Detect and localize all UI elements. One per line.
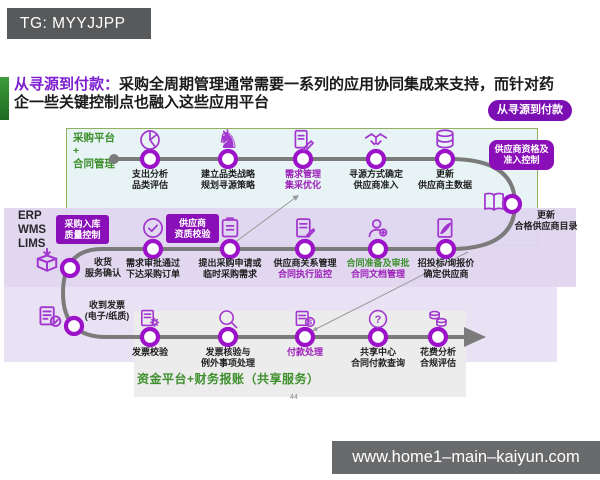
node-label: 花费分析合规评估 [419, 347, 457, 368]
flow-node [139, 148, 161, 170]
node-label: 合同准备及审批合同文档管理 [346, 258, 410, 279]
flow-node [434, 148, 456, 170]
flow-end-arrow [464, 327, 486, 347]
flow-node [501, 193, 523, 215]
node-label: 支出分析品类评估 [131, 169, 169, 190]
flow-node [367, 326, 389, 348]
url-watermark-bar: www.home1–main–kaiyun.com [332, 441, 600, 474]
node-label: 收货服务确认 [84, 257, 122, 278]
handshake-icon [363, 127, 389, 153]
badge-inbound-quality-control: 采购入库 质量控制 [56, 215, 109, 244]
tg-watermark-badge: TG: MYYJJPP [7, 8, 151, 39]
flow-node [292, 148, 314, 170]
flow-node [294, 238, 316, 260]
node-label: 寻源方式确定供应商准入 [348, 169, 404, 190]
flow-node [294, 326, 316, 348]
node-label: 更新合格供应商目录 [514, 210, 578, 231]
page-title-rest: 采购全周期管理通常需要一系列的应用协同集成来支持，而针对药企一些关键控制点也融入… [14, 76, 555, 111]
flow-node [63, 315, 85, 337]
flow-node [365, 148, 387, 170]
svg-text:$: $ [308, 318, 313, 327]
badge-supplier-qualification-control: 供应商资格及 准入控制 [489, 140, 554, 170]
chess-knight-icon: ♞ [216, 125, 240, 155]
node-label: 收到发票(电子/纸质) [84, 300, 130, 321]
corner-badge: 从寻源到付款 [488, 100, 572, 121]
invoice-check-icon [36, 303, 64, 331]
page-title: 从寻源到付款：采购全周期管理通常需要一系列的应用协同集成来支持，而针对药企一些关… [14, 76, 566, 111]
badge-supplier-credential-check: 供应商 资质校验 [166, 214, 219, 243]
node-label: 更新供应商主数据 [417, 169, 473, 190]
question-icon: ? [366, 307, 390, 331]
flow-node [219, 238, 241, 260]
clipboard-icon [217, 215, 243, 241]
lane-label-finance-shared-service: 资金平台+财务报账（共享服务） [137, 372, 320, 386]
payment-icon: $ [293, 307, 317, 331]
node-label: 提出采购申请或临时采购需求 [198, 258, 262, 279]
bid-doc-icon [433, 215, 459, 241]
coins-icon [426, 307, 450, 331]
svg-text:?: ? [375, 314, 382, 326]
page-number: 44 [290, 394, 298, 401]
connector-arrow-payment [312, 251, 469, 331]
node-label: 供应商关系管理合同执行监控 [273, 258, 337, 279]
connector-arrow-demand [233, 195, 299, 244]
doc-edit-icon [290, 127, 316, 153]
flow-start-dot [109, 154, 119, 164]
flow-node [139, 326, 161, 348]
flow-node [59, 257, 81, 279]
pie-chart-icon [137, 127, 163, 153]
flow-node [435, 238, 457, 260]
lane-label-procurement-platform: 采购平台 + 合同管理 [73, 132, 115, 170]
lane-label-erp-wms-lims: ERP WMS LIMS [18, 210, 47, 250]
flow-node [367, 238, 389, 260]
node-label: 招投标/询报价确定供应商 [417, 258, 475, 279]
seal-check-icon [140, 215, 166, 241]
flow-node [427, 326, 449, 348]
flow-node [142, 238, 164, 260]
node-label: 建立品类战略规划寻源策略 [200, 169, 256, 190]
box-receive-icon [32, 246, 62, 276]
flow-node [217, 148, 239, 170]
book-icon [481, 189, 507, 215]
magnifier-icon [216, 307, 240, 331]
flow-node [217, 326, 239, 348]
person-icon [365, 215, 391, 241]
invoice-gear-icon [138, 307, 162, 331]
node-label: 共享中心合同付款查询 [350, 347, 406, 368]
database-icon [432, 127, 458, 153]
contract-pen-icon [292, 215, 318, 241]
page-title-highlight: 从寻源到付款： [14, 76, 120, 93]
title-accent-bar [0, 77, 9, 120]
node-label: 需求审批通过下达采购订单 [125, 258, 181, 279]
node-label: 发票校验 [131, 347, 169, 357]
node-label: 付款处理 [286, 347, 324, 357]
node-label: 发票核验与例外事项处理 [200, 347, 256, 368]
node-label: 需求管理集采优化 [284, 169, 322, 190]
